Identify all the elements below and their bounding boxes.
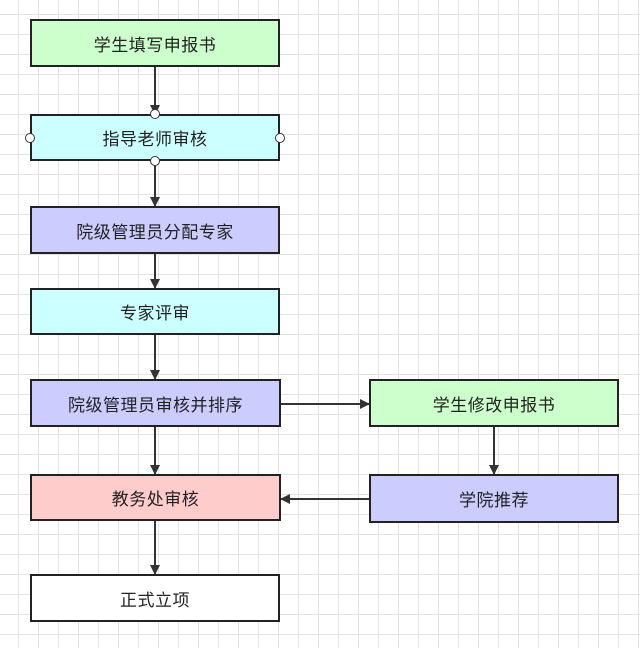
node-advisor-review[interactable]: 指导老师审核 bbox=[30, 114, 280, 161]
node-academic-affairs-review[interactable]: 教务处审核 bbox=[30, 474, 281, 521]
connection-handle-bottom[interactable] bbox=[150, 156, 160, 166]
node-label: 院级管理员审核并排序 bbox=[68, 395, 243, 416]
connection-handle-top[interactable] bbox=[150, 109, 160, 119]
node-label: 教务处审核 bbox=[111, 490, 200, 510]
node-label: 专家评审 bbox=[120, 304, 190, 324]
node-student-fill-application[interactable]: 学生填写申报书 bbox=[30, 19, 280, 67]
node-label: 学生填写申报书 bbox=[93, 35, 217, 56]
node-label: 学生修改申报书 bbox=[432, 395, 556, 416]
node-college-admin-review-rank[interactable]: 院级管理员审核并排序 bbox=[30, 379, 281, 427]
node-student-revise-application[interactable]: 学生修改申报书 bbox=[369, 379, 619, 427]
node-college-recommend[interactable]: 学院推荐 bbox=[369, 474, 619, 523]
connection-handle-right[interactable] bbox=[275, 133, 285, 143]
node-label: 正式立项 bbox=[120, 590, 190, 611]
node-label: 院级管理员分配专家 bbox=[76, 222, 234, 243]
node-label: 指导老师审核 bbox=[102, 130, 208, 150]
node-expert-review[interactable]: 专家评审 bbox=[30, 288, 280, 335]
node-label: 学院推荐 bbox=[459, 491, 529, 511]
node-formal-approval[interactable]: 正式立项 bbox=[30, 574, 280, 622]
connection-handle-left[interactable] bbox=[25, 133, 35, 143]
node-college-admin-assign-experts[interactable]: 院级管理员分配专家 bbox=[30, 206, 280, 254]
